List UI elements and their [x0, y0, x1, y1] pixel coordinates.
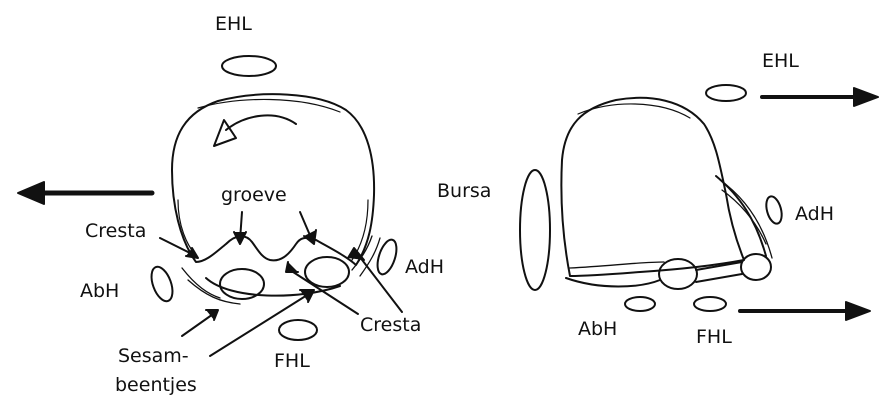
left-metatarsal-head: [172, 94, 374, 265]
right-sesamoid-medial: [659, 259, 697, 289]
right-adh-muscle: [764, 195, 785, 226]
left-sesamoid-lateral: [305, 257, 349, 287]
right-ehl-arrow-head: [854, 88, 878, 106]
left-ehl-label: EHL: [215, 15, 252, 34]
right-fhl-arrow-head: [846, 302, 870, 320]
right-lateral-line-2: [720, 180, 772, 258]
right-sesamoid-lateral: [741, 254, 771, 280]
left-ehl-tendon: [222, 56, 276, 76]
bursa-label: Bursa: [437, 182, 491, 201]
left-abh-muscle: [147, 264, 176, 304]
right-lateral-line-1: [716, 176, 766, 256]
right-plantar-line-4: [696, 274, 742, 282]
right-metatarsal-head: [561, 98, 744, 276]
right-head-inner-line: [578, 104, 690, 118]
right-adh-label: AdH: [795, 205, 834, 224]
left-rotation-arrowhead: [214, 120, 236, 146]
left-fhl-tendon: [279, 320, 317, 340]
sesamoid-label-line2: beentjes: [115, 376, 197, 395]
right-fhl-label: FHL: [696, 328, 732, 347]
left-rotation-arc: [226, 115, 296, 130]
cresta-right-pointer-1-head: [286, 262, 298, 272]
left-fhl-label: FHL: [274, 352, 310, 371]
left-figure: [18, 56, 402, 356]
sesamoid-label-line1: Sesam-: [118, 347, 189, 366]
right-ehl-tendon: [706, 85, 746, 101]
right-plantar-line-2: [570, 262, 664, 268]
left-adh-label: AdH: [405, 258, 444, 277]
right-ehl-label: EHL: [762, 52, 799, 71]
right-abh-label: AbH: [578, 320, 617, 339]
left-big-arrow-head: [18, 182, 44, 204]
left-cresta-label: Cresta: [85, 222, 146, 241]
right-fhl-tendon: [694, 297, 726, 311]
sesam-pointer-2-head: [300, 290, 314, 302]
right-abh-muscle: [625, 297, 655, 311]
groeve-label: groeve: [221, 186, 287, 205]
right-bursa: [520, 170, 550, 290]
right-cresta-label: Cresta: [360, 316, 421, 335]
left-abh-label: AbH: [80, 282, 119, 301]
groeve-arrow-right-head: [304, 230, 316, 244]
right-plantar-line-1: [566, 278, 660, 287]
